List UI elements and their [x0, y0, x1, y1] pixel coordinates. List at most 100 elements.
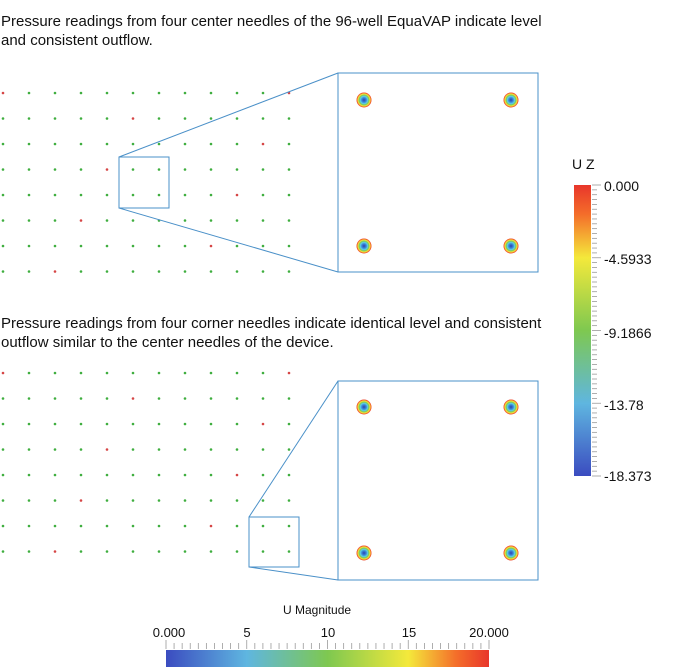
needle-dot: [53, 244, 57, 248]
umag-tick-label: 5: [243, 625, 251, 640]
needle-dot: [183, 371, 187, 375]
needle-dot: [105, 270, 109, 273]
needle-dot: [209, 91, 213, 95]
needle-dot: [131, 117, 135, 120]
needle-dot: [209, 524, 213, 528]
needle-dot: [27, 270, 31, 273]
needle-dot: [235, 448, 239, 451]
needle-dot: [131, 168, 135, 171]
needle-dot: [131, 270, 135, 273]
needle-dot: [261, 422, 265, 426]
umag-tick-label: 20.000: [469, 625, 509, 640]
needle-dot: [79, 473, 83, 477]
needle-dot: [79, 168, 83, 171]
needle-dot: [157, 168, 161, 171]
needle-dot: [131, 142, 135, 146]
needle-reading: [503, 399, 519, 415]
needle-dot: [53, 91, 57, 95]
caption-top: Pressure readings from four center needl…: [1, 13, 542, 49]
needle-dot: [53, 219, 57, 222]
needle-dot: [1, 550, 5, 553]
needle-dot: [105, 550, 109, 553]
needle-dot: [183, 91, 187, 95]
zoom-line-bottom-upper: [248, 380, 339, 518]
needle-dot: [287, 448, 291, 451]
needle-dot: [157, 448, 161, 451]
needle-dot: [105, 422, 109, 426]
needle-dot: [105, 524, 109, 528]
needle-dot: [261, 117, 265, 120]
needle-dot: [105, 244, 109, 248]
needle-dot: [261, 499, 265, 502]
needle-dot: [53, 499, 57, 502]
needle-dot: [209, 270, 213, 273]
needle-dot: [287, 422, 291, 426]
needle-dot: [1, 397, 5, 400]
needle-dot: [53, 473, 57, 477]
needle-dot: [183, 550, 187, 553]
needle-dot: [79, 448, 83, 451]
needle-dot: [1, 524, 5, 528]
needle-dot: [79, 499, 83, 502]
needle-dot: [131, 550, 135, 553]
needle-dot: [261, 448, 265, 451]
needle-dot: [131, 193, 135, 197]
needle-dot: [79, 524, 83, 528]
needle-dot: [105, 117, 109, 120]
needle-dot: [183, 270, 187, 273]
needle-dot: [27, 422, 31, 426]
needle-reading: [356, 238, 372, 254]
needle-dot: [261, 91, 265, 95]
needle-dot: [27, 371, 31, 375]
needle-dot: [183, 397, 187, 400]
needle-dot: [287, 371, 291, 375]
needle-dot: [53, 448, 57, 451]
needle-dot: [183, 499, 187, 502]
needle-dot: [209, 397, 213, 400]
needle-dot: [79, 422, 83, 426]
needle-dot: [209, 193, 213, 197]
needle-dot: [53, 142, 57, 146]
zoom-line-top-lower: [118, 207, 339, 273]
needle-dot: [27, 168, 31, 171]
uz-tick-label: -18.373: [604, 468, 652, 484]
needle-dot: [209, 142, 213, 146]
needle-dot: [27, 142, 31, 146]
caption-bottom: Pressure readings from four corner needl…: [1, 315, 542, 351]
umag-colorbar: [165, 640, 490, 667]
needle-dot: [183, 193, 187, 197]
needle-dot: [1, 422, 5, 426]
needle-dot: [183, 142, 187, 146]
needle-dot: [27, 524, 31, 528]
needle-dot: [287, 499, 291, 502]
needle-dot: [53, 397, 57, 400]
needle-dot: [53, 550, 57, 553]
needle-dot: [235, 168, 239, 171]
needle-dot: [27, 219, 31, 222]
needle-dot: [183, 473, 187, 477]
umag-tick-marks: [165, 640, 490, 649]
needle-dot: [53, 193, 57, 197]
needle-dot: [105, 397, 109, 400]
umag-colorbar-title: U Magnitude: [283, 603, 352, 617]
needle-dot: [183, 168, 187, 171]
needle-dot: [157, 91, 161, 95]
needle-dot: [157, 524, 161, 528]
needle-dot: [209, 473, 213, 477]
needle-dot: [287, 550, 291, 553]
needle-dot: [157, 142, 161, 146]
needle-dot: [261, 371, 265, 375]
needle-grid-top: [1, 91, 291, 273]
zoom-line-top-upper: [118, 72, 339, 158]
needle-dot: [79, 244, 83, 248]
needle-dot: [131, 91, 135, 95]
needle-dot: [53, 371, 57, 375]
needle-dot: [235, 193, 239, 197]
needle-dot: [27, 499, 31, 502]
needle-dot: [287, 142, 291, 146]
needle-dot: [27, 91, 31, 95]
needle-dot: [157, 244, 161, 248]
needle-dot: [235, 499, 239, 502]
needle-dot: [235, 397, 239, 400]
needle-dot: [131, 499, 135, 502]
